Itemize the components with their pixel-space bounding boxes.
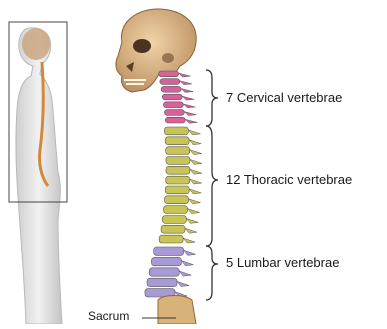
lumbar-bracket — [206, 246, 218, 300]
thoracic-spinous-process — [185, 228, 197, 233]
cervical-vertebrae — [159, 71, 198, 123]
ear-canal — [162, 53, 174, 63]
thoracic-vertebra — [164, 206, 188, 214]
cervical-label: 7 Cervical vertebrae — [226, 90, 342, 105]
cervical-vertebra — [165, 117, 185, 123]
body-silhouette — [16, 28, 62, 324]
thoracic-spinous-process — [190, 150, 202, 155]
skull — [116, 9, 196, 92]
sacrum-label: Sacrum — [88, 309, 129, 323]
thoracic-spinous-process — [188, 199, 200, 204]
thoracic-vertebra — [166, 166, 190, 174]
lumbar-spinous-process — [179, 271, 191, 276]
lumbar-spinous-process — [181, 261, 193, 266]
cervical-vertebra — [164, 110, 184, 116]
cervical-vertebra — [161, 86, 181, 92]
cervical-spinous-process — [179, 73, 191, 77]
cervical-vertebra — [162, 94, 182, 100]
thoracic-spinous-process — [186, 218, 198, 223]
thoracic-spinous-process — [190, 179, 202, 184]
thoracic-vertebrae — [159, 127, 202, 243]
eye-socket — [133, 39, 151, 53]
thoracic-spinous-process — [183, 238, 195, 243]
cervical-bracket — [206, 70, 218, 126]
cervical-spinous-process — [183, 104, 195, 108]
thoracic-vertebra — [161, 225, 185, 233]
lumbar-vertebra — [154, 247, 184, 255]
lumbar-vertebra — [147, 278, 177, 286]
thoracic-vertebra — [166, 147, 190, 155]
thoracic-spinous-process — [188, 209, 200, 214]
thoracic-spinous-process — [190, 159, 202, 164]
thoracic-vertebra — [166, 176, 190, 184]
lumbar-vertebra — [151, 257, 181, 265]
cervical-vertebra — [159, 71, 179, 77]
lumbar-spinous-process — [184, 250, 196, 255]
cervical-spinous-process — [181, 89, 193, 93]
thoracic-spinous-process — [189, 189, 201, 194]
cervical-spinous-process — [184, 112, 196, 116]
thoracic-vertebra — [164, 196, 188, 204]
cervical-spinous-process — [185, 119, 197, 123]
cervical-vertebra — [163, 102, 183, 108]
thoracic-bracket — [206, 126, 218, 246]
thoracic-spinous-process — [188, 130, 200, 135]
lumbar-vertebra — [149, 268, 179, 276]
sacrum — [158, 296, 196, 325]
thoracic-vertebra — [166, 157, 190, 165]
cervical-vertebra — [160, 79, 180, 85]
lumbar-vertebrae — [145, 247, 196, 297]
lumbar-spinous-process — [177, 281, 189, 286]
thoracic-vertebra — [165, 137, 189, 145]
thoracic-spinous-process — [190, 169, 202, 174]
cervical-spinous-process — [180, 81, 192, 85]
thoracic-vertebra — [159, 235, 183, 243]
lumbar-label: 5 Lumbar vertebrae — [226, 255, 339, 270]
thoracic-vertebra — [164, 127, 188, 135]
thumbnail-skull — [22, 28, 50, 60]
cervical-spinous-process — [182, 96, 194, 100]
thoracic-vertebra — [162, 216, 186, 224]
thoracic-label: 12 Thoracic vertebrae — [226, 172, 352, 187]
thoracic-vertebra — [165, 186, 189, 194]
thoracic-spinous-process — [189, 140, 201, 145]
